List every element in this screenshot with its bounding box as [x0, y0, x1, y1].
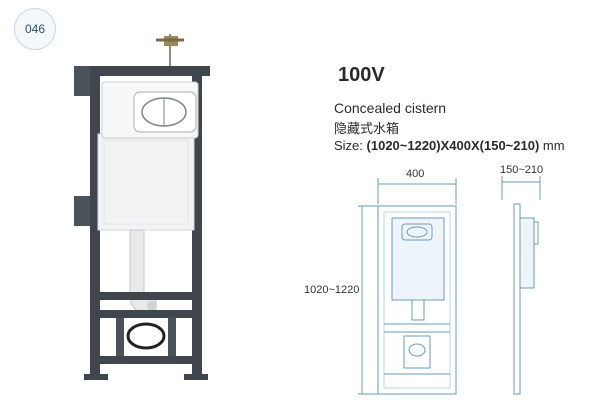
catalog-number-badge: 046 — [14, 8, 56, 50]
model-number: 100V — [338, 64, 385, 86]
size-specification: Size: (1020~1220)X400X(150~210) mm — [334, 138, 565, 153]
dimension-drawing: 400 1020~1220 150~210 — [300, 160, 590, 400]
catalog-number: 046 — [24, 22, 46, 36]
side-view — [501, 176, 541, 395]
product-photo — [74, 34, 210, 380]
size-label: Size: — [334, 138, 363, 153]
depth-dimension-label: 150~210 — [500, 164, 544, 176]
dimension-drawing-svg — [358, 176, 541, 395]
width-dimension-label: 400 — [406, 168, 425, 180]
height-dimension-label: 1020~1220 — [304, 284, 360, 296]
product-name-english: Concealed cistern — [334, 100, 447, 116]
inlet-valve — [156, 34, 184, 70]
front-view — [358, 178, 457, 395]
product-name-chinese: 隐藏式水箱 — [334, 121, 400, 136]
size-value: (1020~1220)X400X(150~210) — [366, 138, 540, 153]
size-unit: mm — [542, 138, 565, 153]
tank-texture — [103, 139, 189, 225]
